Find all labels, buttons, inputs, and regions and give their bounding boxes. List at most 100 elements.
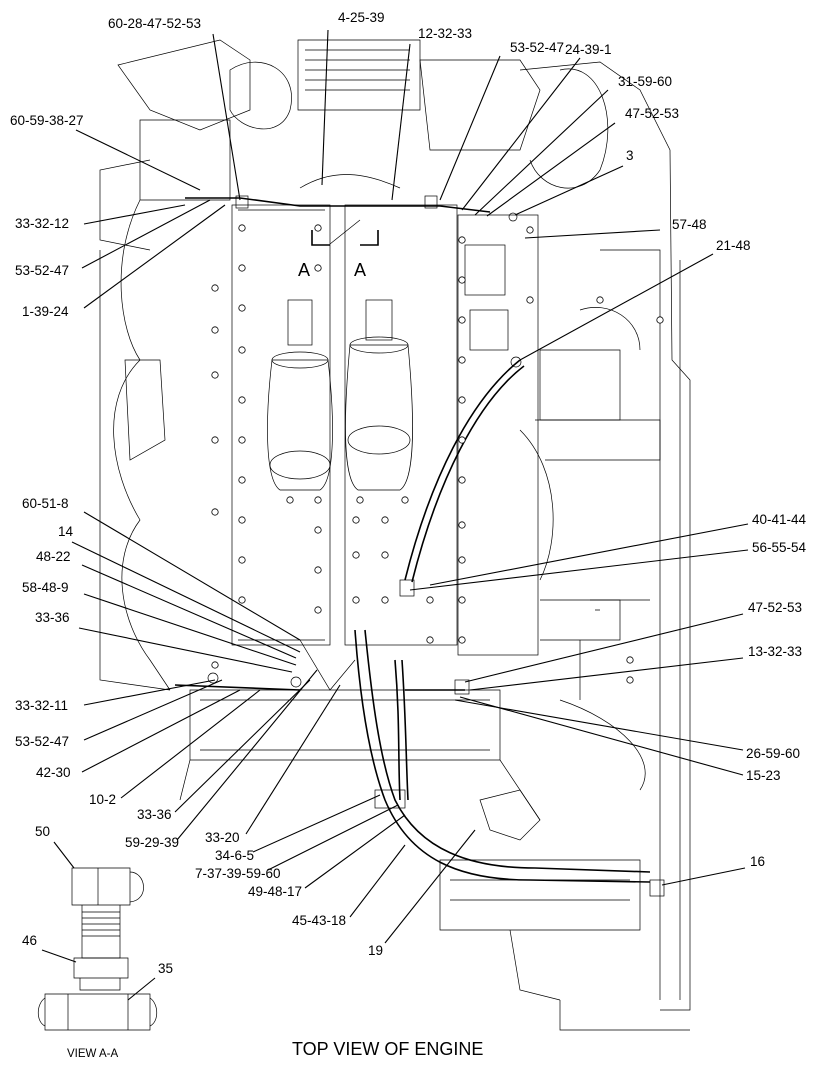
bolt-hole — [352, 551, 360, 559]
engine-line-art — [99, 39, 691, 1031]
view-label: VIEW A-A — [67, 1048, 118, 1060]
callout-leaders — [41, 29, 749, 1001]
callout-leader — [486, 122, 616, 217]
callout-leader — [78, 627, 293, 673]
bolt-hole — [458, 236, 466, 244]
callout-leader — [83, 204, 226, 309]
callout-label: 48-22 — [36, 549, 71, 564]
callout-leader — [71, 541, 301, 653]
callout-label: 15-23 — [746, 768, 781, 783]
callout-leader — [212, 33, 241, 201]
callout-leader — [321, 29, 329, 186]
callout-leader — [304, 814, 406, 889]
bolt-hole — [458, 316, 466, 324]
bolt-hole — [526, 226, 534, 234]
callout-label: 33-32-11 — [15, 698, 68, 713]
callout-leader — [81, 564, 297, 659]
bolt-hole — [458, 521, 466, 529]
bolt-hole — [596, 296, 604, 304]
bolt-hole — [314, 606, 322, 614]
callout-leader — [519, 253, 714, 361]
callout-leader — [439, 55, 501, 201]
bolt-hole — [238, 476, 246, 484]
callout-label: 21-48 — [716, 238, 751, 253]
callout-label: 58-48-9 — [22, 580, 69, 595]
callout-label: 14 — [58, 524, 74, 539]
callout-label: 33-20 — [205, 830, 240, 845]
callout-label: 33-36 — [35, 610, 70, 625]
bolt-hole — [314, 566, 322, 574]
bolt-hole — [458, 476, 466, 484]
callout-leader — [461, 57, 581, 211]
callout-label: 59-29-39 — [125, 835, 179, 850]
callout-leader — [83, 511, 301, 641]
bolt-hole — [211, 326, 219, 334]
bolt-hole — [656, 316, 664, 324]
callout-label: 3 — [626, 148, 634, 163]
bolt-hole — [211, 436, 219, 444]
callout-label: 56-55-54 — [752, 540, 807, 555]
callout-label: 7-37-39-59-60 — [195, 866, 281, 881]
callout-label: 4-25-39 — [338, 10, 385, 25]
view-aa-detail — [37, 867, 158, 1031]
callout-leader — [469, 657, 744, 691]
callout-leader — [429, 523, 749, 586]
bolt-hole — [314, 526, 322, 534]
bolt-hole — [238, 346, 246, 354]
callout-leader — [391, 43, 411, 201]
callout-label: 45-43-18 — [292, 913, 346, 928]
callout-label: 33-32-12 — [15, 216, 69, 231]
callout-leader — [83, 204, 186, 225]
bolt-hole — [211, 508, 219, 516]
section-mark-a-left: A — [298, 260, 310, 280]
bolt-hole — [626, 676, 634, 684]
bolt-hole — [381, 516, 389, 524]
callout-label: 53-52-47 — [15, 263, 69, 278]
callout-label: 53-52-47 — [510, 40, 564, 55]
callout-leader — [384, 829, 476, 944]
view-callout-leader — [53, 841, 75, 869]
bolt-hole — [314, 224, 322, 232]
callout-label: 53-52-47 — [15, 734, 69, 749]
callout-label: 26-59-60 — [746, 746, 800, 761]
bolt-hole — [352, 516, 360, 524]
bolt-hole — [238, 436, 246, 444]
bolt-hole — [458, 396, 466, 404]
diagram-title: TOP VIEW OF ENGINE — [292, 1039, 483, 1059]
bolt-hole — [381, 596, 389, 604]
bolt-hole — [238, 224, 246, 232]
callout-leader — [464, 613, 744, 683]
callout-leader — [81, 689, 241, 773]
bolt-hole — [458, 596, 466, 604]
callout-label: 19 — [368, 943, 383, 958]
callout-leader — [474, 89, 609, 216]
bolt-hole — [458, 636, 466, 644]
callout-leader — [349, 844, 406, 918]
view-callout-label: 50 — [35, 824, 50, 839]
callout-leader — [174, 679, 311, 813]
section-mark-a-right: A — [354, 260, 366, 280]
callout-leader — [81, 199, 211, 269]
callout-label: 12-32-33 — [418, 26, 472, 41]
callout-leader — [252, 794, 381, 853]
callout-label: 10-2 — [89, 792, 116, 807]
callout-label: 33-36 — [137, 807, 172, 822]
callout-label: 34-6-5 — [215, 848, 254, 863]
bolt-hole — [381, 551, 389, 559]
callout-leader — [514, 165, 624, 216]
callout-leader — [83, 679, 223, 741]
bolt-hole — [458, 356, 466, 364]
callout-label: 60-51-8 — [22, 496, 69, 511]
callout-label: 16 — [750, 854, 765, 869]
callout-label: 31-59-60 — [618, 74, 672, 89]
bolt-hole — [211, 661, 219, 669]
callout-leader — [83, 679, 216, 706]
bolt-hole — [286, 496, 294, 504]
view-callout-label: 46 — [22, 933, 37, 948]
callout-leader — [409, 549, 749, 591]
callout-label: 13-32-33 — [748, 644, 802, 659]
callout-label: 60-59-38-27 — [10, 113, 84, 128]
